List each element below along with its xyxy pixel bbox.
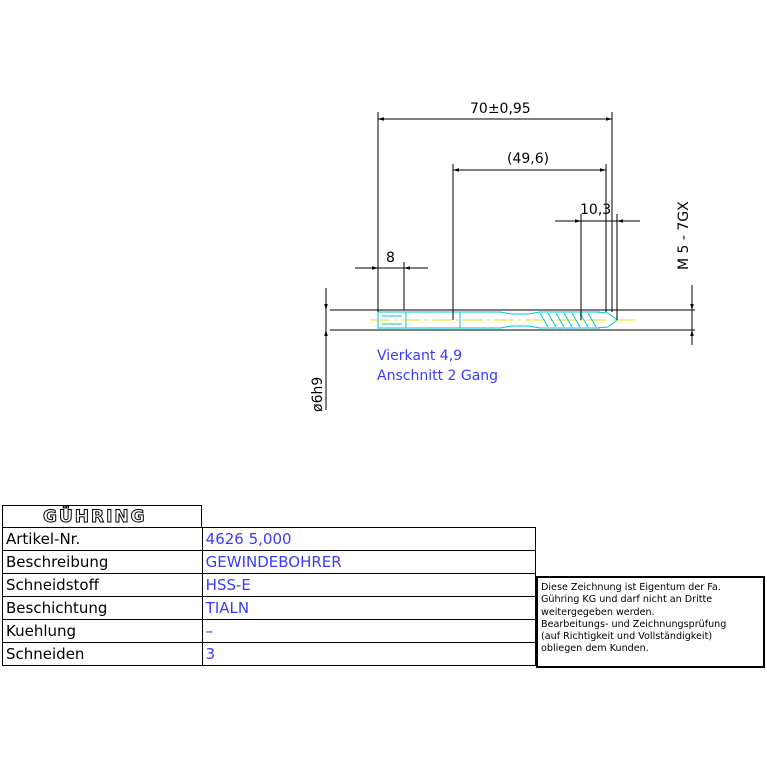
table-row: Artikel-Nr. 4626 5,000: [2, 527, 537, 551]
square-drive: [377, 311, 407, 329]
logo-cell: GÜHRING: [2, 505, 202, 528]
disclaimer-line: obliegen dem Kunden.: [541, 643, 649, 655]
tap-outline: [377, 311, 618, 329]
row-label: Beschreibung: [2, 550, 203, 574]
table-row: Kuehlung –: [2, 619, 537, 643]
row-label: Schneidstoff: [2, 573, 203, 597]
disclaimer-line: Diese Zeichnung ist Eigentum der Fa.: [541, 582, 721, 593]
dim-diameter-label: ø6h9: [310, 377, 326, 412]
spec-table: Artikel-Nr. 4626 5,000 Beschreibung GEWI…: [2, 527, 537, 666]
dim-tip-label: 10,3: [580, 202, 611, 218]
dim-thread-label: (49,6): [507, 151, 549, 167]
dim-thread-spec-label: M 5 - 7GX: [676, 201, 692, 270]
row-label: Schneiden: [2, 642, 203, 666]
row-label: Beschichtung: [2, 596, 203, 620]
disclaimer-line: Gühring KG und darf nicht an Dritte: [541, 594, 713, 606]
ownership-disclaimer: Diese Zeichnung ist Eigentum der Fa. Güh…: [536, 576, 765, 668]
disclaimer-line: (auf Richtigkeit und Vollständigkeit): [541, 631, 713, 643]
table-row: Schneidstoff HSS-E: [2, 573, 537, 597]
table-row: Beschreibung GEWINDEBOHRER: [2, 550, 537, 574]
thread-flutes: [539, 312, 597, 328]
row-value: TIALN: [201, 596, 537, 620]
disclaimer-line: weitergegeben werden.: [541, 606, 655, 618]
shank-outline: [330, 309, 695, 331]
note-square: Vierkant 4,9: [377, 348, 462, 364]
row-value: HSS-E: [201, 573, 537, 597]
table-row: Beschichtung TIALN: [2, 596, 537, 620]
row-value: 3: [201, 642, 537, 666]
row-value: –: [201, 619, 537, 643]
dimension-lines: [324, 117, 694, 345]
neck: [499, 311, 600, 315]
guehring-logo: GÜHRING: [43, 507, 147, 528]
table-row: Schneiden 3: [2, 642, 537, 666]
row-value: GEWINDEBOHRER: [201, 550, 537, 574]
dim-overall-label: 70±0,95: [470, 101, 531, 117]
title-block: GÜHRING Artikel-Nr. 4626 5,000 Beschreib…: [2, 505, 537, 669]
dim-square-label: 8: [386, 250, 395, 266]
note-chamfer: Anschnitt 2 Gang: [377, 368, 498, 384]
row-value: 4626 5,000: [201, 527, 537, 551]
row-label: Artikel-Nr.: [2, 527, 203, 551]
row-label: Kuehlung: [2, 619, 203, 643]
disclaimer-line: Bearbeitungs- und Zeichnungsprüfung: [541, 618, 727, 630]
